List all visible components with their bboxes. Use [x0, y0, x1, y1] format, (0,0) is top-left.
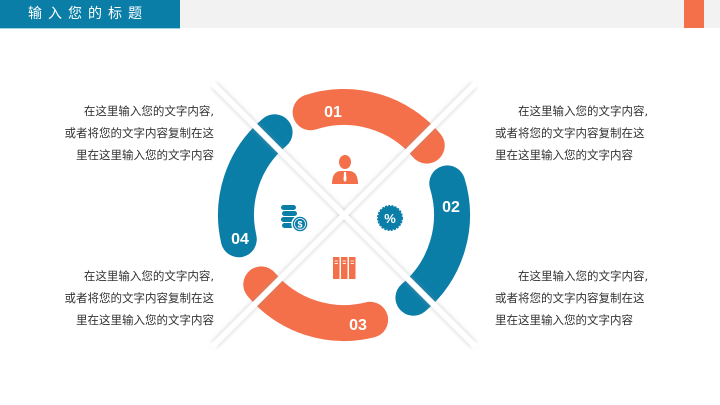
person-icon: [332, 155, 358, 184]
text-line: 在这里输入您的文字内容,: [83, 269, 214, 283]
segment-number-04: 04: [231, 231, 249, 248]
title-underline: [0, 28, 180, 29]
text-line: 或者将您的文字内容复制在这: [495, 126, 645, 140]
segment-number-02: 02: [442, 199, 460, 216]
percent-badge-icon: %: [377, 205, 403, 231]
segment-arc-03: [243, 266, 389, 341]
svg-text:%: %: [384, 211, 396, 226]
text-line: 里在这里输入您的文字内容: [76, 313, 214, 327]
segment-number-03: 03: [349, 317, 367, 334]
text-line: 在这里输入您的文字内容,: [518, 104, 649, 118]
text-line: 在这里输入您的文字内容,: [518, 269, 649, 283]
svg-text:$: $: [297, 220, 302, 230]
segment-arc-01: [292, 89, 445, 164]
text-line: 里在这里输入您的文字内容: [495, 313, 633, 327]
text-block-top-right: 在这里输入您的文字内容, 或者将您的文字内容复制在这 里在这里输入您的文字内容: [495, 100, 665, 166]
coins-icon: $: [281, 205, 309, 233]
segment-arc-04: [218, 114, 293, 258]
text-block-bottom-right: 在这里输入您的文字内容, 或者将您的文字内容复制在这 里在这里输入您的文字内容: [495, 265, 665, 331]
text-line: 里在这里输入您的文字内容: [495, 148, 633, 162]
page-title: 输入您的标题: [0, 0, 180, 28]
header-accent-block: [684, 0, 704, 28]
text-line: 或者将您的文字内容复制在这: [64, 126, 215, 140]
text-line: 或者将您的文字内容复制在这: [495, 291, 645, 305]
text-block-top-left: 在这里输入您的文字内容, 或者将您的文字内容复制在这 里在这里输入您的文字内容: [44, 100, 215, 166]
books-icon: [333, 257, 356, 279]
segment-number-01: 01: [324, 104, 342, 121]
text-line: 里在这里输入您的文字内容: [76, 148, 214, 162]
text-line: 或者将您的文字内容复制在这: [64, 291, 215, 305]
segment-arc-02: [395, 165, 470, 316]
text-line: 在这里输入您的文字内容,: [83, 104, 214, 118]
text-block-bottom-left: 在这里输入您的文字内容, 或者将您的文字内容复制在这 里在这里输入您的文字内容: [44, 265, 215, 331]
diagonal-separators: [209, 80, 479, 350]
